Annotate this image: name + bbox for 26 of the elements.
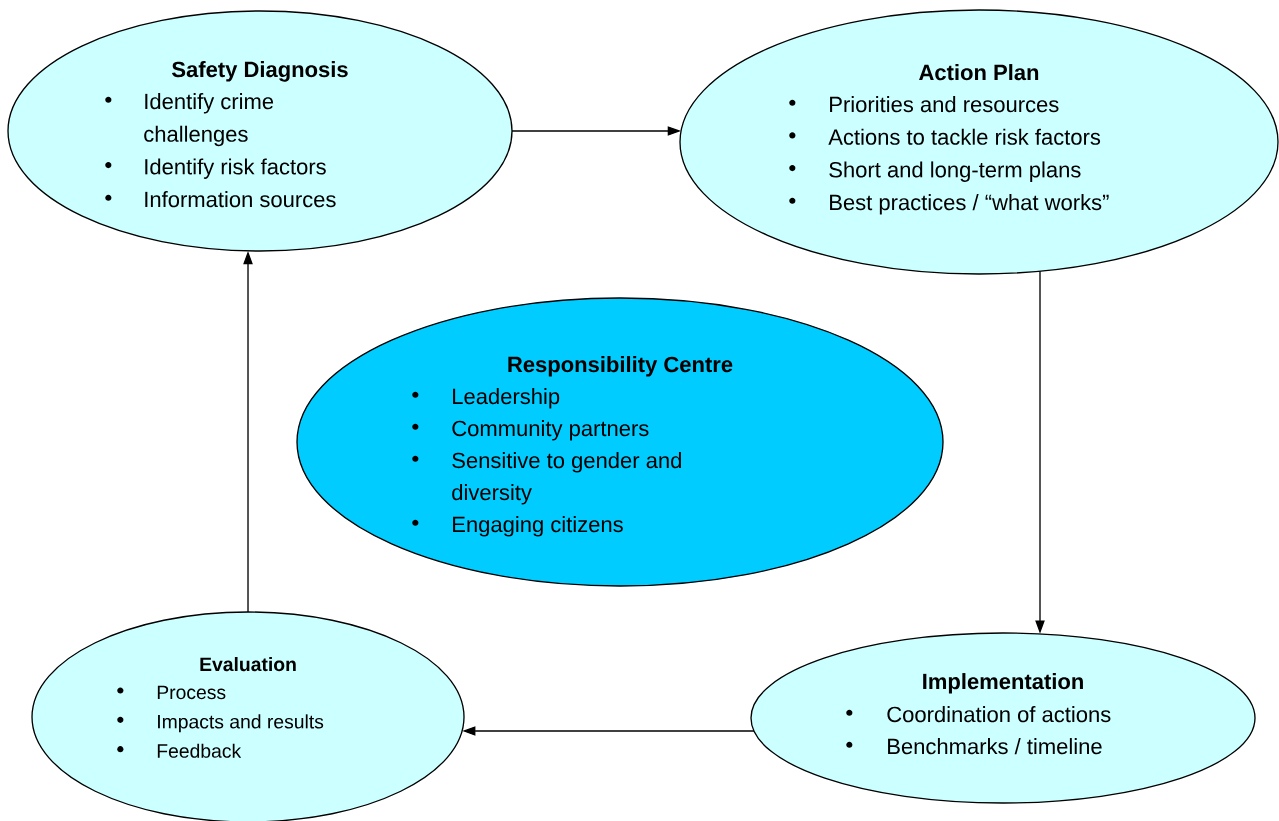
bullet-item: Information sources — [105, 191, 336, 208]
bullet-item: Sensitive to gender and diversity — [412, 452, 681, 505]
ellipse-heading: Implementation — [923, 673, 1083, 694]
ellipse-heading: Safety Diagnosis — [172, 61, 348, 82]
bullet-item: Coordination of actions — [846, 706, 1111, 723]
bullet-item: Community partners — [412, 420, 649, 441]
bullet-item: Feedback — [117, 743, 242, 758]
process-ellipse — [296, 297, 944, 587]
bullet-item: Identify risk factors — [105, 158, 326, 179]
bullet-item: Process — [117, 685, 226, 700]
process-ellipse — [7, 10, 513, 252]
process-ellipse — [679, 9, 1279, 275]
bullet-item: Leadership — [412, 388, 560, 409]
bullet-item: Engaging citizens — [412, 516, 623, 537]
ellipse-heading: Responsibility Centre — [508, 356, 733, 377]
bullet-item: Priorities and resources — [789, 96, 1059, 113]
bullet-item: Short and long-term plans — [789, 161, 1081, 182]
bullet-item: Actions to tackle risk factors — [789, 128, 1101, 145]
process-ellipse — [750, 632, 1256, 804]
bullet-item: Best practices / “what works” — [789, 194, 1109, 215]
process-ellipse — [31, 611, 465, 821]
ellipse-heading: Action Plan — [919, 64, 1039, 81]
bullet-item: Identify crime challenges — [105, 93, 274, 147]
bullet-item: Impacts and results — [117, 714, 324, 733]
ellipse-heading: Evaluation — [200, 657, 296, 672]
bullet-item: Benchmarks / timeline — [846, 738, 1102, 755]
